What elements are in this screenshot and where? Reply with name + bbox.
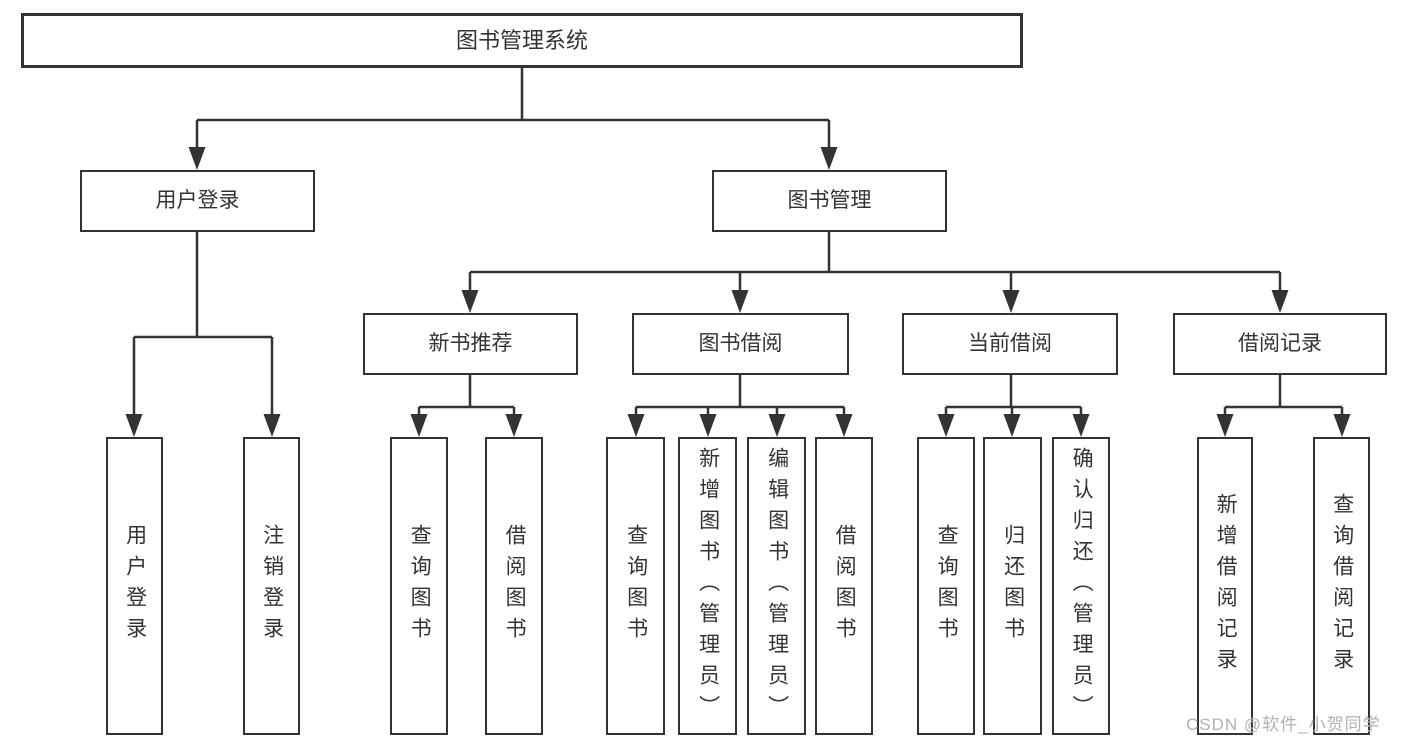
leaf-add-borrow-record: 新增借阅记录 — [1197, 437, 1253, 735]
csdn-watermark: CSDN @软件_小贺同学 — [1186, 715, 1381, 734]
leaf-logout: 注销登录 — [243, 437, 300, 735]
node-current-borrowing: 当前借阅 — [902, 313, 1118, 375]
leaf-query-books-current: 查询图书 — [917, 437, 975, 735]
leaf-edit-book-admin: 编辑图书（管理员） — [747, 437, 806, 735]
node-new-book-recommendation: 新书推荐 — [363, 313, 578, 375]
leaf-user-login: 用户登录 — [106, 437, 163, 735]
leaf-query-books-borrowing: 查询图书 — [606, 437, 665, 735]
node-user-login-module: 用户登录 — [80, 170, 315, 232]
node-book-borrowing: 图书借阅 — [632, 313, 849, 375]
node-borrowing-records: 借阅记录 — [1173, 313, 1387, 375]
leaf-add-book-admin: 新增图书（管理员） — [678, 437, 737, 735]
node-book-management-module: 图书管理 — [712, 170, 947, 232]
node-library-management-system: 图书管理系统 — [21, 13, 1023, 68]
leaf-borrow-books-recommend: 借阅图书 — [485, 437, 543, 735]
leaf-query-borrow-record: 查询借阅记录 — [1313, 437, 1370, 735]
leaf-return-book: 归还图书 — [983, 437, 1042, 735]
leaf-borrow-books: 借阅图书 — [815, 437, 873, 735]
arrowhead-icons — [125, 147, 1351, 437]
leaf-query-books-recommend: 查询图书 — [390, 437, 448, 735]
leaf-confirm-return-admin: 确认归还（管理员） — [1052, 437, 1110, 735]
